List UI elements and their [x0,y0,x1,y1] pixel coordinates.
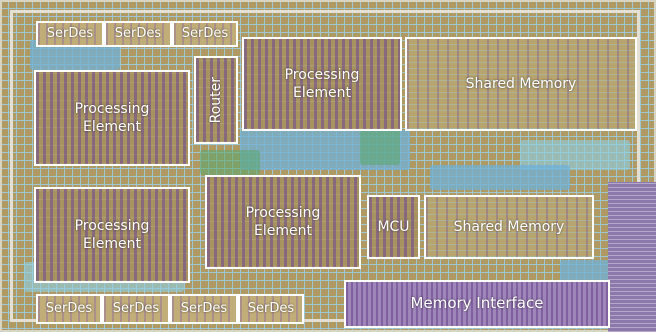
serdes-block-top-3: SerDes [172,21,238,47]
serdes-label: SerDes [46,25,94,41]
serdes-label: SerDes [112,300,160,316]
processing-element-label: Processing Element [245,204,321,239]
memory-interface-block: Memory Interface [344,280,610,328]
processing-element-label: Processing Element [74,100,150,135]
serdes-label: SerDes [45,300,93,316]
shared-memory-bottom: Shared Memory [424,195,594,259]
serdes-block-top-1: SerDes [36,21,104,47]
processing-element-bottom-left: Processing Element [34,187,190,283]
serdes-block-bottom-1: SerDes [36,294,102,324]
shared-memory-label: Shared Memory [465,75,577,92]
logic-region [430,165,570,190]
serdes-label: SerDes [114,25,162,41]
processing-element-label: Processing Element [74,217,150,252]
processing-element-bottom-middle: Processing Element [205,175,361,269]
serdes-block-top-2: SerDes [104,21,172,47]
processing-element-label: Processing Element [284,66,360,101]
router-label: Router [207,76,224,124]
mcu-block: MCU [367,195,420,259]
serdes-label: SerDes [181,25,229,41]
shared-memory-label: Shared Memory [453,218,565,235]
processing-element-top-left: Processing Element [34,70,190,166]
logic-region [200,150,260,175]
serdes-label: SerDes [247,300,295,316]
io-pad-column [608,182,656,332]
serdes-block-bottom-2: SerDes [102,294,170,324]
serdes-block-bottom-3: SerDes [170,294,238,324]
shared-memory-top: Shared Memory [405,37,637,131]
processing-element-top-middle: Processing Element [242,37,402,131]
die-seal-ring [10,10,640,322]
serdes-block-bottom-4: SerDes [238,294,304,324]
router-block: Router [194,56,238,144]
memory-interface-label: Memory Interface [410,294,544,313]
serdes-label: SerDes [180,300,228,316]
mcu-label: MCU [377,218,410,235]
